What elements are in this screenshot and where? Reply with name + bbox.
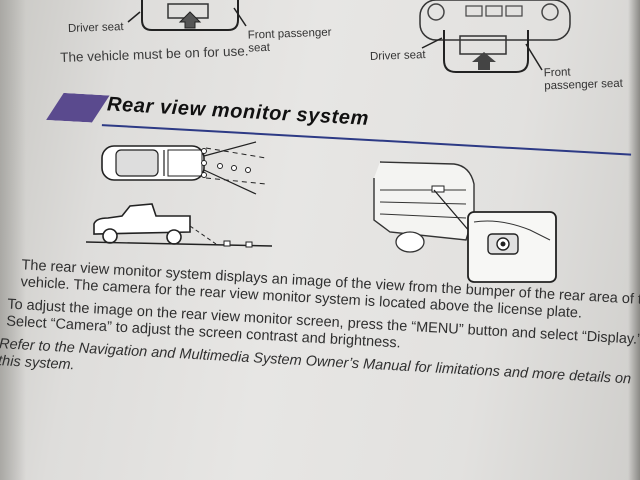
left-seat-control-illustration (127, 0, 247, 31)
page-edge-shadow (628, 0, 640, 480)
vehicle-on-note: The vehicle must be on for use. (60, 43, 249, 65)
rear-camera-location-illustration (373, 161, 557, 283)
right-driver-seat-label: Driver seat (369, 49, 426, 63)
section-accent-stripe (46, 92, 109, 123)
left-driver-seat-label: Driver seat (67, 21, 124, 35)
truck-camera-view-illustration (86, 141, 273, 248)
left-front-passenger-label: Front passenger seat (247, 26, 332, 55)
right-front-passenger-label: Front passenger seat (543, 66, 624, 93)
right-seat-control-illustration (419, 0, 571, 73)
page-gutter-shadow (0, 0, 26, 480)
section-title: Rear view monitor system (106, 93, 370, 130)
